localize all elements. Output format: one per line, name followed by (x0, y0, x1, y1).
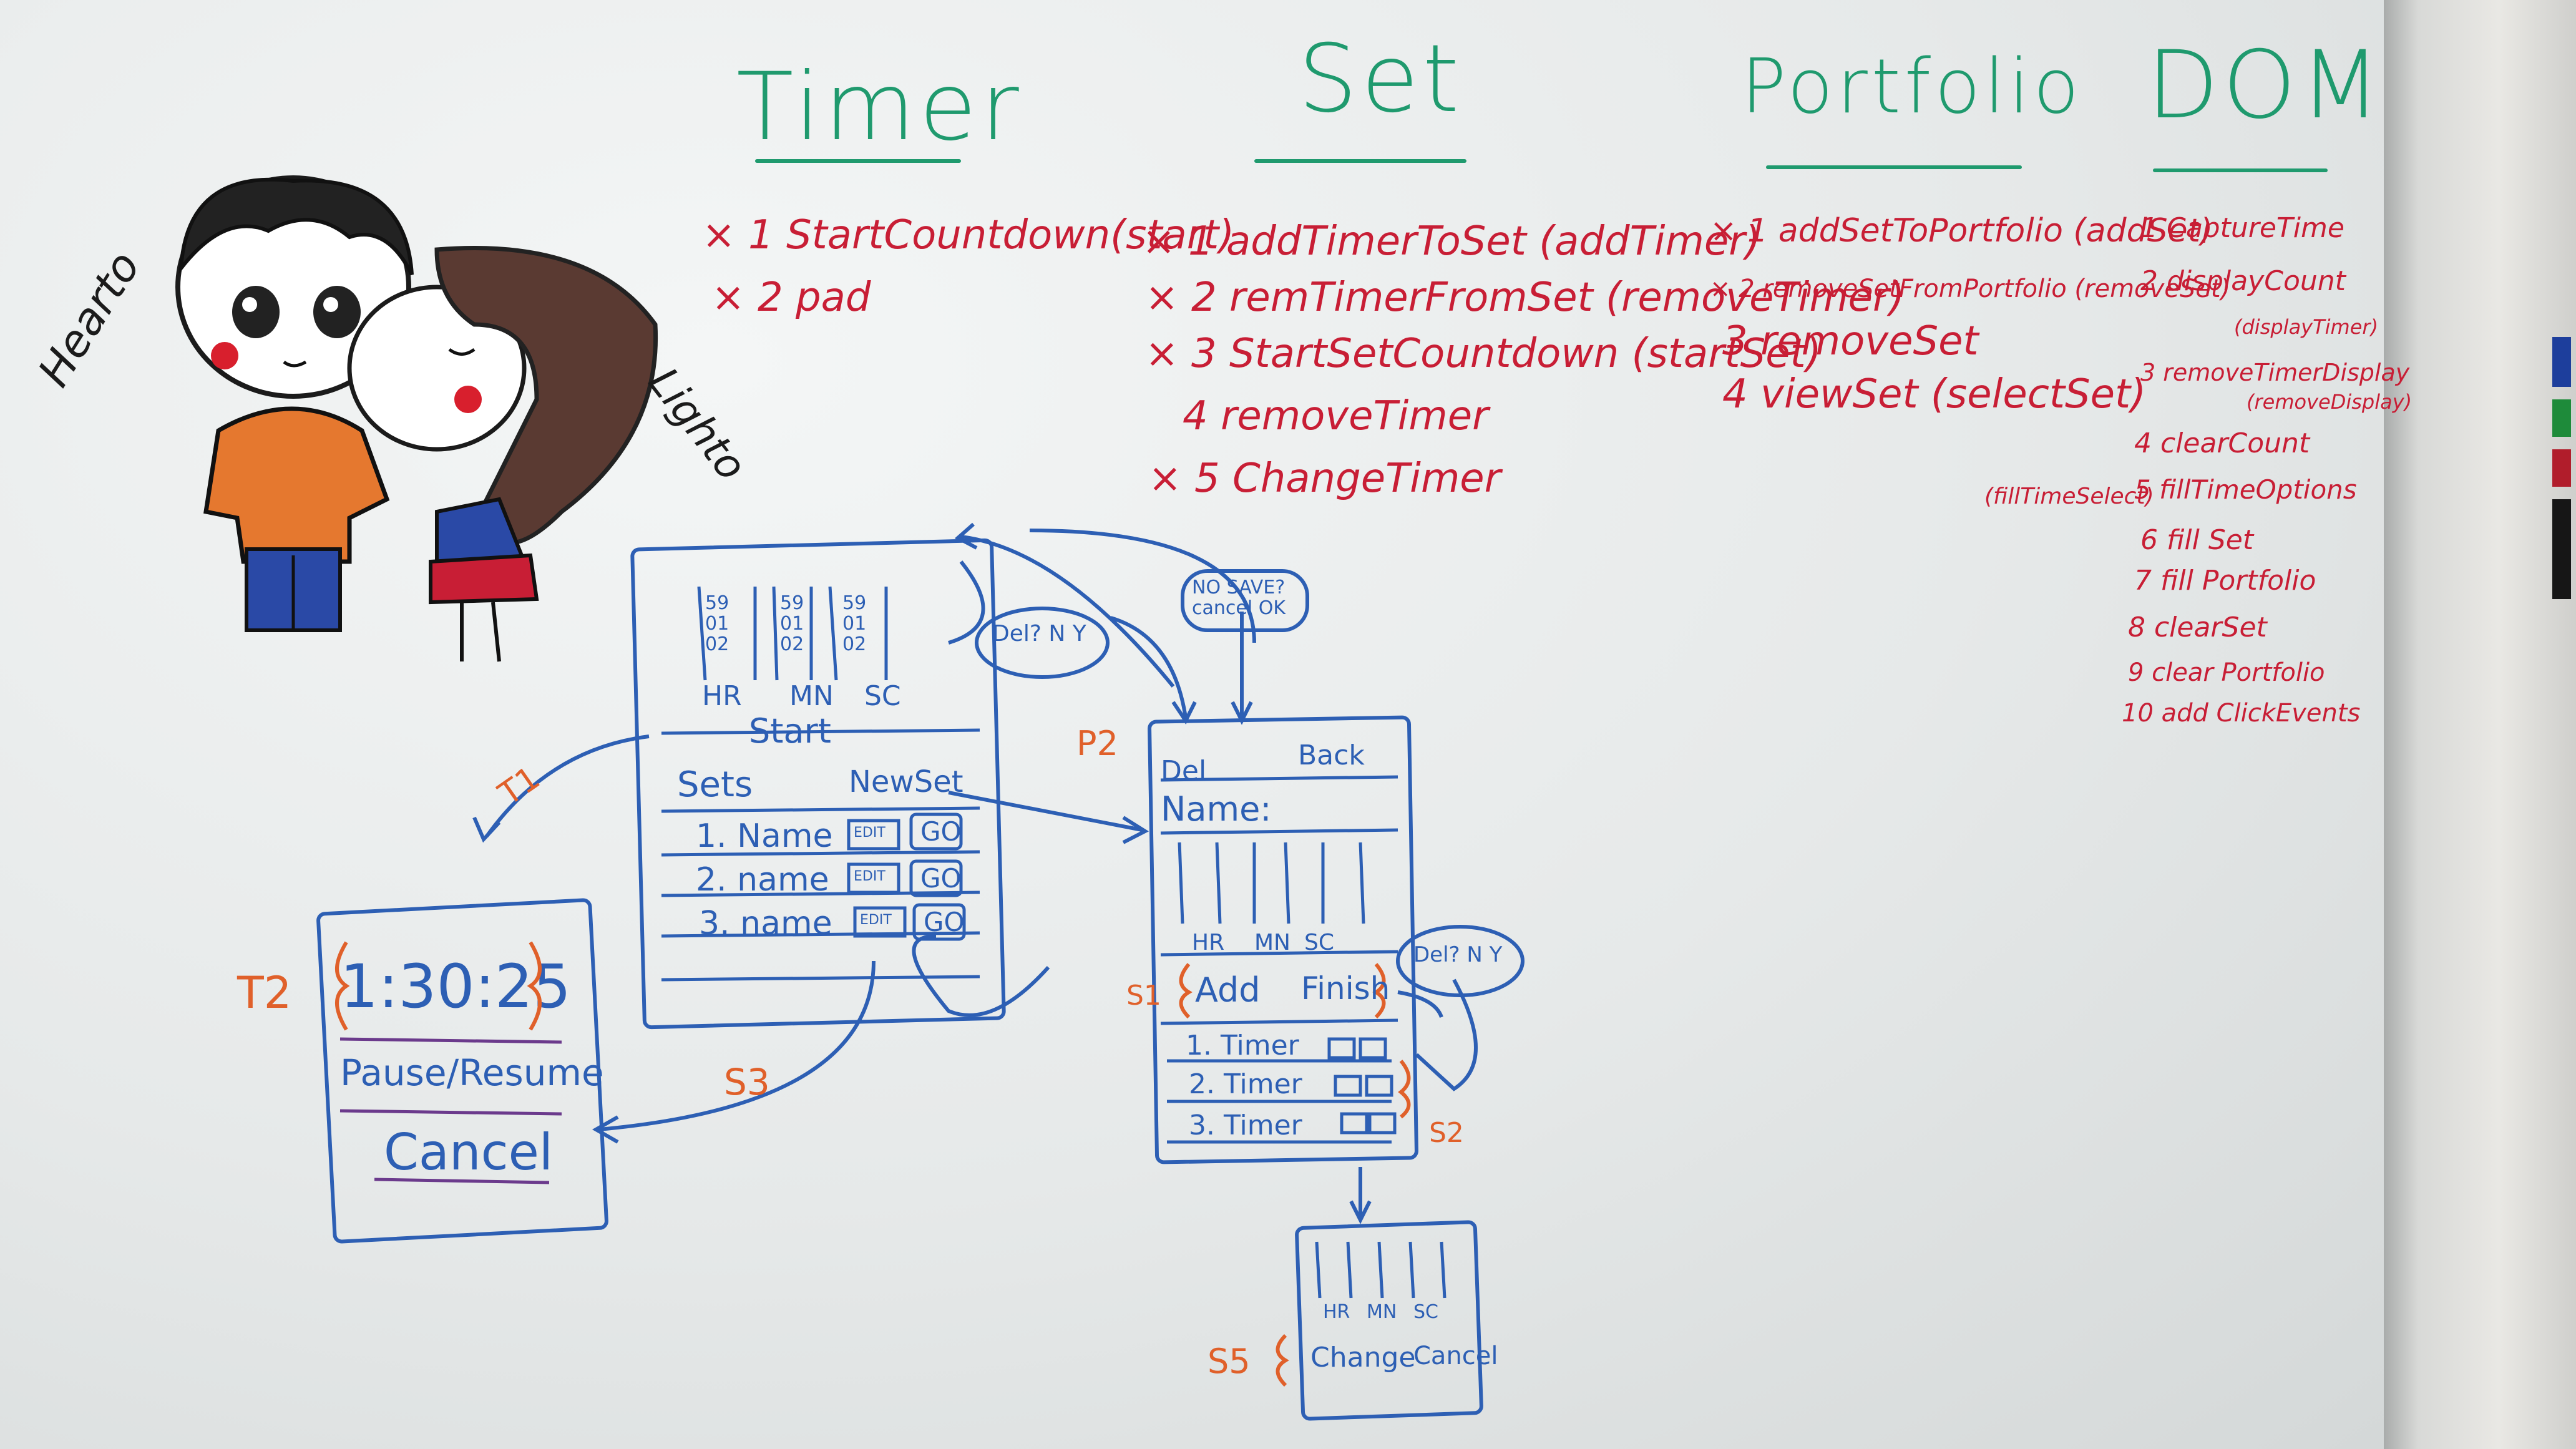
timer-cancel-button[interactable]: Cancel (384, 1123, 554, 1181)
bubble-del-right[interactable]: Del? N Y (1413, 942, 1503, 967)
wheel-b-value-1: 59 (780, 592, 804, 614)
main-row-2-edit[interactable]: EDIT (854, 869, 886, 884)
heading-timer: Timer (736, 53, 1023, 162)
set-item-5: × 5 ChangeTimer (1148, 456, 1501, 502)
wheel-b-value-2: 01 (780, 613, 804, 635)
set-timer-2[interactable]: 2. Timer (1189, 1068, 1302, 1100)
main-label-mn: MN (789, 680, 834, 712)
main-row-3-edit[interactable]: EDIT (860, 912, 892, 928)
arrow-label-s3: S3 (724, 1061, 770, 1103)
dom-item-1: 1 CaptureTime (2140, 212, 2344, 244)
dom-item-5: 5 fillTimeOptions (2134, 474, 2357, 505)
underline-set (1254, 159, 1466, 163)
heading-dom: DOM (2147, 31, 2384, 140)
set-label-hr: HR (1192, 930, 1225, 955)
set-timer-3[interactable]: 3. Timer (1189, 1110, 1302, 1141)
timer-screen-label: T2 (237, 967, 292, 1018)
wheel-a: 59 01 02 (705, 593, 729, 655)
whiteboard-frame (2384, 0, 2576, 1449)
portfolio-item-3: 3 removeSet (1722, 318, 1979, 364)
bubble-no-save[interactable]: NO SAVE? cancel OK (1192, 577, 1286, 619)
set-timer-1[interactable]: 1. Timer (1186, 1030, 1299, 1061)
dom-item-2-note: (displayTimer) (2234, 315, 2379, 339)
main-sets-label: Sets (677, 764, 753, 805)
wheel-a-value-3: 02 (705, 633, 729, 655)
dom-item-8: 8 clearSet (2128, 612, 2267, 643)
set-screen-p2: P2 (1076, 724, 1118, 763)
dom-item-4: 4 clearCount (2134, 427, 2310, 459)
main-newset-button[interactable]: NewSet (849, 764, 964, 799)
wheel-c: 59 01 02 (842, 593, 866, 655)
set-item-3: × 3 StartSetCountdown (startSet) (1145, 331, 1822, 377)
set-back-button[interactable]: Back (1298, 739, 1365, 771)
pause-resume-button[interactable]: Pause/Resume (340, 1051, 604, 1094)
portfolio-item-2: × 2 removeSetFromPortfolio (removeSet) (1710, 275, 2231, 303)
change-label-hr: HR (1323, 1301, 1350, 1323)
portfolio-item-1: × 1 addSetToPortfolio (addSet) (1710, 212, 2213, 250)
wheel-a-value-1: 59 (705, 592, 729, 614)
bubble-del-left[interactable]: Del? N Y (992, 621, 1086, 646)
wheel-c-value-1: 59 (842, 592, 867, 614)
set-add-button[interactable]: Add (1195, 970, 1261, 1010)
dom-item-2: 2 displayCount (2140, 265, 2346, 297)
change-label-sc: SC (1413, 1301, 1438, 1323)
dom-item-3: 3 removeTimerDisplay (2140, 359, 2410, 386)
change-screen-s5: S5 (1208, 1342, 1251, 1381)
underline-dom (2153, 168, 2328, 172)
set-item-1: × 1 addTimerToSet (addTimer) (1142, 218, 1761, 265)
set-finish-button[interactable]: Finish (1301, 970, 1390, 1007)
main-start-button[interactable]: Start (749, 711, 831, 751)
dom-side-note: (fillTimeSelect) (1984, 484, 2154, 509)
set-item-2: × 2 remTimerFromSet (removeTimer) (1145, 275, 1905, 321)
change-label-mn: MN (1367, 1301, 1397, 1323)
main-row-1-go[interactable]: GO (920, 816, 962, 847)
timer-item-2: × 2 pad (711, 275, 871, 321)
wheel-b: 59 01 02 (780, 593, 804, 655)
main-row-2-name[interactable]: 2. name (696, 861, 829, 899)
set-screen-s2: S2 (1429, 1117, 1464, 1149)
main-row-3-name[interactable]: 3. name (699, 905, 832, 942)
girl-figure (347, 246, 658, 662)
dom-item-10: 10 add ClickEvents (2122, 699, 2361, 728)
dom-item-7: 7 fill Portfolio (2134, 565, 2316, 597)
wheel-b-value-3: 02 (780, 633, 804, 655)
dom-item-9: 9 clear Portfolio (2128, 658, 2325, 687)
underline-portfolio (1766, 165, 2022, 169)
underline-timer (755, 159, 961, 163)
dom-item-6: 6 fill Set (2140, 524, 2254, 556)
set-item-4: 4 removeTimer (1183, 393, 1489, 439)
main-row-3-go[interactable]: GO (924, 907, 965, 937)
timer-item-1: × 1 StartCountdown(start) (702, 212, 1235, 258)
dom-item-3-note: (removeDisplay) (2247, 390, 2413, 414)
heading-portfolio: Portfolio (1741, 44, 2083, 130)
main-row-1-edit[interactable]: EDIT (854, 825, 886, 841)
set-del-button[interactable]: Del (1161, 755, 1207, 787)
wheel-a-value-2: 01 (705, 613, 729, 635)
set-name-field[interactable]: Name: (1161, 789, 1272, 829)
wheel-c-value-2: 01 (842, 613, 867, 635)
change-cancel-button[interactable]: Cancel (1413, 1342, 1498, 1370)
set-label-sc: SC (1304, 930, 1334, 955)
main-label-hr: HR (702, 680, 742, 712)
change-button[interactable]: Change (1310, 1342, 1416, 1373)
wheel-c-value-3: 02 (842, 633, 867, 655)
main-label-sc: SC (864, 680, 901, 712)
portfolio-item-4: 4 viewSet (selectSet) (1722, 371, 2147, 417)
main-row-2-go[interactable]: GO (920, 863, 962, 894)
set-label-mn: MN (1254, 930, 1290, 955)
set-screen-s1: S1 (1126, 980, 1161, 1012)
main-row-1-name[interactable]: 1. Name (696, 817, 833, 855)
heading-set: Set (1298, 25, 1463, 134)
